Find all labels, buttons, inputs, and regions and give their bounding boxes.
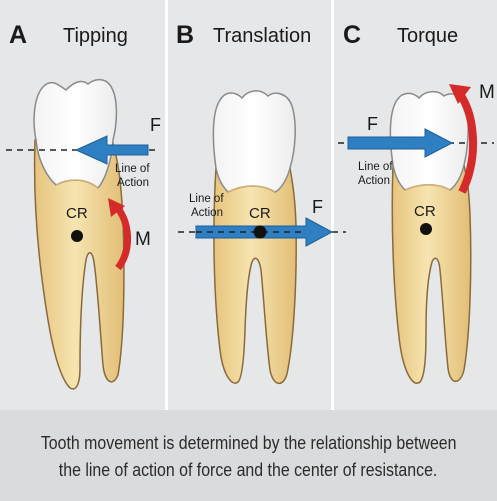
panel-b-title: Translation — [213, 25, 311, 47]
panel-a-moment-label: M — [135, 229, 151, 250]
caption-box: Tooth movement is determined by the rela… — [0, 410, 497, 501]
panel-c-line-label-2: Action — [358, 175, 390, 187]
panel-a-cr-label: CR — [66, 205, 88, 222]
caption-line-1: Tooth movement is determined by the rela… — [41, 429, 457, 456]
panel-c-letter: C — [343, 21, 361, 49]
panel-b-cr-label: CR — [249, 205, 271, 222]
cr-point-a — [71, 230, 83, 242]
panel-a-line-label-2: Action — [117, 177, 149, 189]
panel-a-title: Tipping — [63, 25, 128, 47]
panel-b-letter: B — [176, 21, 194, 49]
panel-b-force-label: F — [312, 197, 323, 217]
panel-c-title: Torque — [397, 25, 458, 47]
cr-point-b — [254, 226, 267, 239]
panel-c-force-label: F — [367, 114, 378, 134]
panel-c-cr-label: CR — [414, 203, 436, 220]
panel-b-line-label-2: Action — [191, 207, 223, 219]
cr-point-c — [420, 223, 432, 235]
panel-a-force-label: F — [150, 115, 161, 135]
panel-c-line-label-1: Line of — [358, 161, 393, 173]
tooth-a-crown — [34, 80, 116, 188]
panel-b-line-label-1: Line of — [189, 193, 224, 205]
panel-c-moment-label: M — [479, 82, 495, 103]
panel-a-line-label-1: Line of — [115, 163, 150, 175]
panel-a-letter: A — [9, 21, 27, 49]
diagram-canvas: A Tipping F Line of Action CR M B Transl… — [0, 0, 497, 410]
tooth-b-crown — [213, 91, 295, 192]
caption-line-2: the line of action of force and the cent… — [59, 456, 438, 483]
